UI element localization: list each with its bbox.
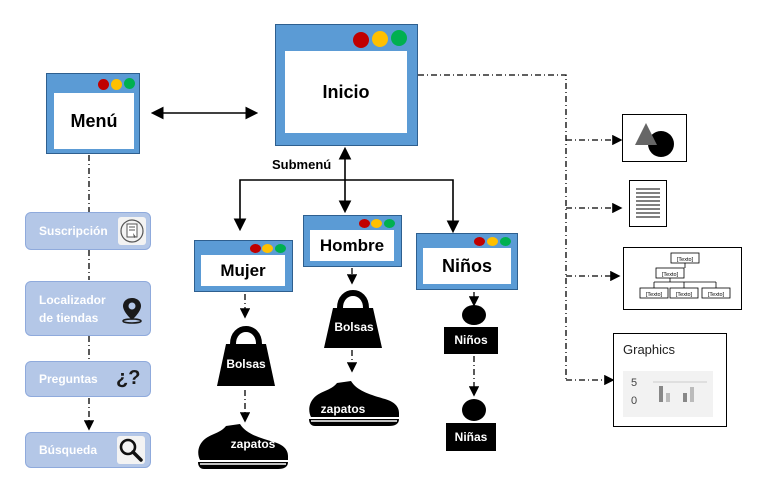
subscription-form-icon (118, 217, 146, 245)
org-box-text: [Texto] (646, 292, 663, 298)
sneaker-icon (309, 381, 399, 426)
document-icon (636, 188, 660, 218)
close-dot (353, 32, 369, 48)
mujer-window[interactable]: Mujer (194, 240, 293, 292)
ninos-child-label: Niños (444, 327, 498, 354)
question-icon: ¿? (116, 367, 141, 389)
minimize-dot (262, 244, 273, 253)
mini-chart: 5 0 (623, 371, 713, 417)
sidebar-item-label: Preguntas (39, 372, 98, 386)
minimize-dot (372, 31, 388, 47)
bag-icon (324, 290, 382, 348)
hombre-title: Hombre (310, 230, 394, 261)
map-pin-icon (120, 296, 148, 324)
sidebar-item-label-line2: de tiendas (39, 311, 99, 325)
submenu-label: Submenú (272, 157, 332, 172)
ninos-title: Niños (423, 248, 511, 284)
minimize-dot (371, 219, 382, 228)
ninos-window[interactable]: Niños (416, 233, 518, 290)
close-dot (359, 219, 370, 228)
zapatos-label: zapatos (320, 402, 366, 416)
sidebar-item-localizador[interactable]: Localizador de tiendas (25, 281, 151, 336)
org-chart-icon: [Texto] [Texto] [Texto] [Texto] [Texto] (639, 252, 731, 299)
magnifier-icon (117, 436, 145, 464)
bolsas-label: Bolsas (334, 320, 374, 334)
maximize-dot (500, 237, 511, 246)
sidebar-item-label: Suscripción (39, 224, 108, 238)
submenu-branch (233, 179, 460, 234)
child-head-icon (462, 399, 486, 421)
zapatos-label: zapatos (230, 437, 276, 451)
menu-window[interactable]: Menú (46, 73, 140, 154)
child-head-icon (462, 305, 486, 325)
mini-chart-y-high: 5 (631, 377, 638, 389)
org-box-text: [Texto] (662, 272, 679, 278)
document-thumbnail[interactable] (629, 180, 667, 227)
graphics-title: Graphics (623, 342, 676, 357)
close-dot (98, 79, 109, 90)
org-chart-thumbnail[interactable]: [Texto] [Texto] [Texto] [Texto] [Texto] (623, 247, 742, 310)
shapes-thumbnail[interactable] (622, 114, 687, 162)
sneaker-icon (198, 424, 288, 469)
shapes-icon (635, 123, 674, 157)
inicio-title: Inicio (285, 51, 407, 133)
maximize-dot (124, 78, 135, 89)
hombre-window[interactable]: Hombre (303, 215, 402, 267)
maximize-dot (275, 244, 286, 253)
graphics-thumbnail[interactable]: Graphics 5 0 (613, 333, 727, 427)
inicio-right-trunk (418, 74, 567, 380)
close-dot (250, 244, 261, 253)
sidebar-item-suscripcion[interactable]: Suscripción (25, 212, 151, 250)
sidebar-item-busqueda[interactable]: Búsqueda (25, 432, 151, 468)
sidebar-item-label: Búsqueda (39, 443, 98, 457)
menu-title: Menú (54, 93, 134, 149)
mini-chart-bars (653, 381, 707, 402)
mini-chart-y-low: 0 (631, 395, 638, 407)
mujer-title: Mujer (201, 255, 285, 286)
minimize-dot (487, 237, 498, 246)
maximize-dot (384, 219, 395, 228)
close-dot (474, 237, 485, 246)
sidebar-item-preguntas[interactable]: Preguntas ¿? (25, 361, 151, 397)
bag-icon (217, 326, 275, 386)
inicio-window[interactable]: Inicio (275, 24, 418, 146)
maximize-dot (391, 30, 407, 46)
org-box-text: [Texto] (708, 292, 725, 298)
org-box-text: [Texto] (676, 292, 693, 298)
org-box-text: [Texto] (677, 257, 694, 263)
ninas-child-label: Niñas (446, 423, 496, 451)
bolsas-label: Bolsas (226, 357, 266, 371)
minimize-dot (111, 79, 122, 90)
sidebar-item-label-line1: Localizador (39, 293, 106, 307)
